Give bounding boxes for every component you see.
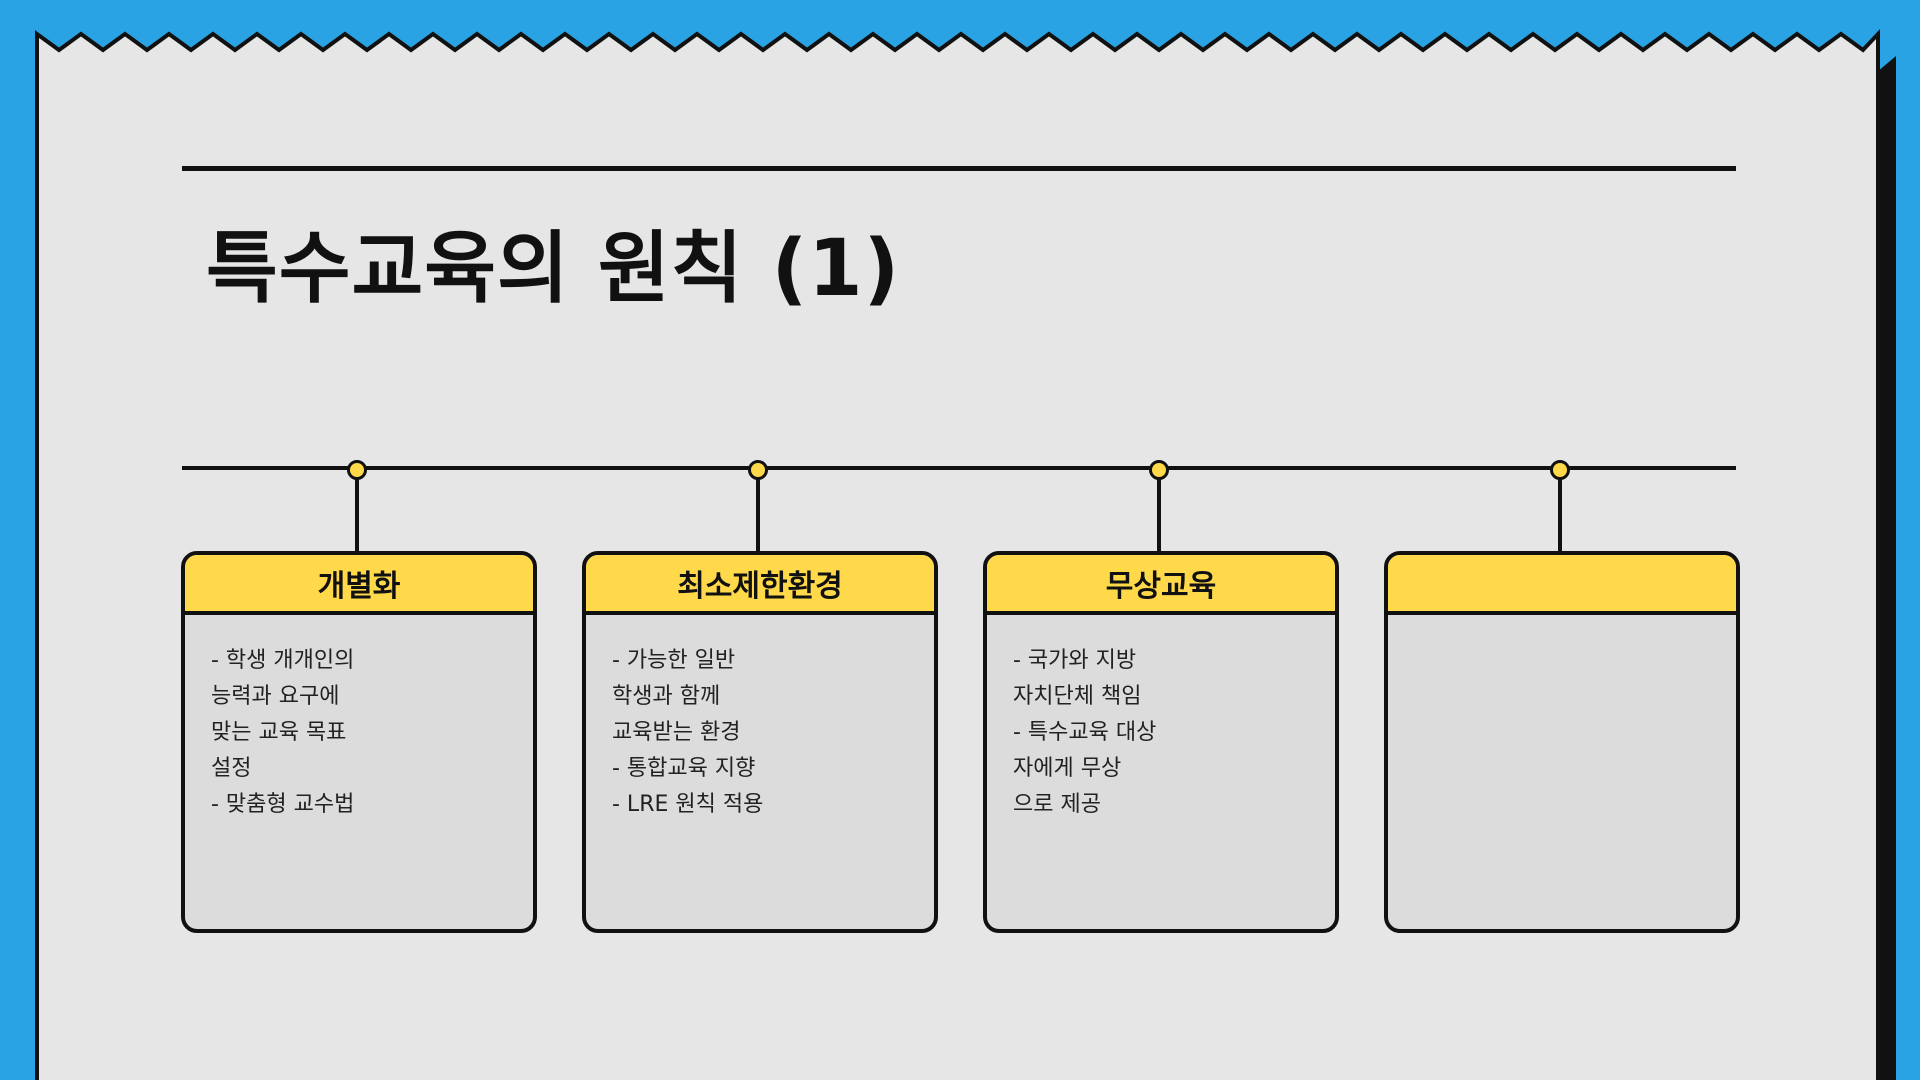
timeline-dot-3 — [1149, 460, 1169, 480]
card-body: - 가능한 일반 학생과 함께 교육받는 환경 - 통합교육 지향 - LRE … — [586, 615, 934, 823]
card-line: 설정 — [211, 756, 252, 781]
page-title: 특수교육의 원칙 (1) — [206, 224, 901, 314]
timeline-stem-1 — [355, 478, 359, 552]
principle-card-least-restrictive: 최소제한환경 - 가능한 일반 학생과 함께 교육받는 환경 - 통합교육 지향… — [582, 551, 938, 933]
card-line: - LRE 원칙 적용 — [612, 792, 764, 817]
timeline-stem-3 — [1157, 478, 1161, 552]
card-line: 으로 제공 — [1013, 792, 1101, 817]
card-line: 능력과 요구에 — [211, 684, 340, 709]
card-body — [1388, 615, 1736, 643]
principle-card-individualization: 개별화 - 학생 개개인의 능력과 요구에 맞는 교육 목표 설정 - 맞춤형 … — [181, 551, 537, 933]
timeline-stem-4 — [1558, 478, 1562, 552]
card-line: - 국가와 지방 — [1013, 648, 1137, 673]
card-body: - 학생 개개인의 능력과 요구에 맞는 교육 목표 설정 - 맞춤형 교수법 — [185, 615, 533, 823]
timeline-line — [182, 466, 1736, 470]
card-heading: 최소제한환경 — [586, 555, 934, 615]
timeline-dot-2 — [748, 460, 768, 480]
card-line: 교육받는 환경 — [612, 720, 741, 745]
timeline-dot-4 — [1550, 460, 1570, 480]
card-line: 자에게 무상 — [1013, 756, 1122, 781]
card-heading — [1388, 555, 1736, 615]
card-body: - 국가와 지방 자치단체 책임 - 특수교육 대상 자에게 무상 으로 제공 — [987, 615, 1335, 823]
card-heading: 개별화 — [185, 555, 533, 615]
timeline-dot-1 — [347, 460, 367, 480]
timeline-stem-2 — [756, 478, 760, 552]
card-line: - 맞춤형 교수법 — [211, 792, 355, 817]
card-line: - 가능한 일반 — [612, 648, 736, 673]
card-line: 학생과 함께 — [612, 684, 721, 709]
card-line: 자치단체 책임 — [1013, 684, 1142, 709]
principle-card-free-education: 무상교육 - 국가와 지방 자치단체 책임 - 특수교육 대상 자에게 무상 으… — [983, 551, 1339, 933]
card-line: - 학생 개개인의 — [211, 648, 355, 673]
card-line: 맞는 교육 목표 — [211, 720, 347, 745]
title-rule — [182, 166, 1736, 171]
principle-card-empty — [1384, 551, 1740, 933]
card-heading: 무상교육 — [987, 555, 1335, 615]
card-line: - 특수교육 대상 — [1013, 720, 1157, 745]
card-line: - 통합교육 지향 — [612, 756, 756, 781]
